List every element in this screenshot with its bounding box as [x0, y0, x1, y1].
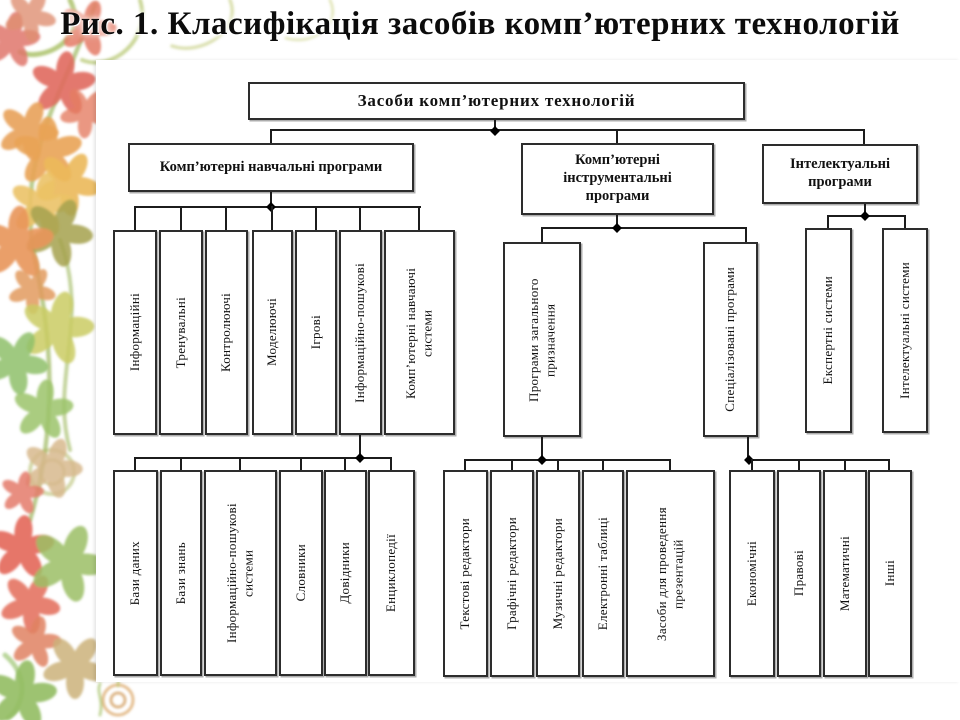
connector-line — [616, 129, 618, 143]
connector-line — [904, 215, 906, 228]
node-info-search: Інформаційно-пошукові — [339, 230, 382, 435]
node-retrieval-systems: Інформаційно-пошукові системи — [204, 470, 277, 676]
connector-line — [888, 459, 890, 470]
node-branch-learning: Комп’ютерні навчальні програми — [128, 143, 414, 192]
connector-line — [315, 206, 317, 230]
connector-line — [747, 459, 890, 461]
connector-line — [494, 120, 496, 131]
connector-line — [270, 192, 272, 208]
connector-line — [180, 206, 182, 230]
connector-line — [541, 227, 543, 242]
node-text-editors: Текстові редактори — [443, 470, 488, 677]
node-databases: Бази даних — [113, 470, 158, 676]
connector-line — [616, 215, 618, 229]
connector-line — [180, 457, 182, 470]
connector-line — [270, 129, 272, 143]
connector-line — [359, 206, 361, 230]
node-branch-learning-label: Комп’ютерні навчальні програми — [159, 158, 383, 175]
connector-line — [418, 206, 420, 230]
node-root: Засоби комп’ютерних технологій — [248, 82, 745, 120]
connector-line — [602, 459, 604, 470]
connector-line — [669, 459, 671, 470]
node-informational: Інформаційні — [113, 230, 157, 435]
node-reference-books: Довідники — [324, 470, 367, 676]
node-branch-intellectual: Інтелектуальні програми — [762, 144, 918, 204]
figure-caption: Рис. 1. Класифікація засобів комп’ютерни… — [60, 6, 900, 42]
node-root-label: Засоби комп’ютерних технологій — [357, 90, 636, 110]
node-modeling: Моделюючі — [252, 230, 293, 435]
node-expert-systems: Експертні системи — [805, 228, 852, 433]
node-branch-instrumental-label: Комп’ютерні інструментальні програми — [563, 152, 672, 204]
node-branch-intellectual-label: Інтелектуальні програми — [789, 156, 891, 190]
node-spreadsheets: Електронні таблиці — [582, 470, 624, 677]
connector-line — [541, 437, 543, 461]
connector-line — [557, 459, 559, 470]
connector-line — [134, 206, 136, 230]
node-other: Інші — [868, 470, 912, 677]
connector-line — [134, 457, 392, 459]
node-mathematical: Математичні — [823, 470, 867, 677]
node-intellectual-systems: Інтелектуальні системи — [882, 228, 928, 433]
connector-line — [464, 459, 671, 461]
connector-line — [747, 437, 749, 461]
connector-line — [225, 206, 227, 230]
node-dictionaries: Словники — [279, 470, 323, 676]
node-legal: Правові — [777, 470, 821, 677]
node-knowledge-bases: Бази знань — [160, 470, 202, 676]
connector-line — [751, 459, 753, 470]
connector-line — [541, 227, 747, 229]
connector-line — [390, 457, 392, 470]
node-game: Ігрові — [295, 230, 337, 435]
node-economic: Економічні — [729, 470, 775, 677]
node-specialized: Спеціалізовані програми — [703, 242, 758, 437]
connector-line — [134, 457, 136, 470]
connector-line — [134, 206, 421, 208]
node-general-purpose: Програми загального призначення — [503, 242, 581, 437]
connector-line — [745, 227, 747, 242]
node-music-editors: Музичні редактори — [536, 470, 580, 677]
node-controlling: Контролюючі — [205, 230, 248, 435]
connector-line — [270, 129, 865, 131]
connector-line — [844, 459, 846, 470]
node-encyclopedias: Енциклопедії — [368, 470, 415, 676]
node-graphic-editors: Графічні редактори — [490, 470, 534, 677]
connector-line — [511, 459, 513, 470]
connector-line — [798, 459, 800, 470]
connector-line — [239, 457, 241, 470]
connector-line — [827, 215, 829, 228]
connector-line — [300, 457, 302, 470]
connector-line — [359, 435, 361, 459]
node-teaching-systems: Комп’ютерні навчаючі системи — [384, 230, 455, 435]
node-branch-instrumental: Комп’ютерні інструментальні програми — [521, 143, 714, 215]
connector-line — [864, 204, 866, 217]
connector-line — [464, 459, 466, 470]
connector-line — [344, 457, 346, 470]
connector-line — [271, 206, 273, 230]
connector-line — [863, 129, 865, 144]
node-presentation-tools: Засоби для проведення презентацій — [626, 470, 715, 677]
node-training: Тренувальні — [159, 230, 203, 435]
